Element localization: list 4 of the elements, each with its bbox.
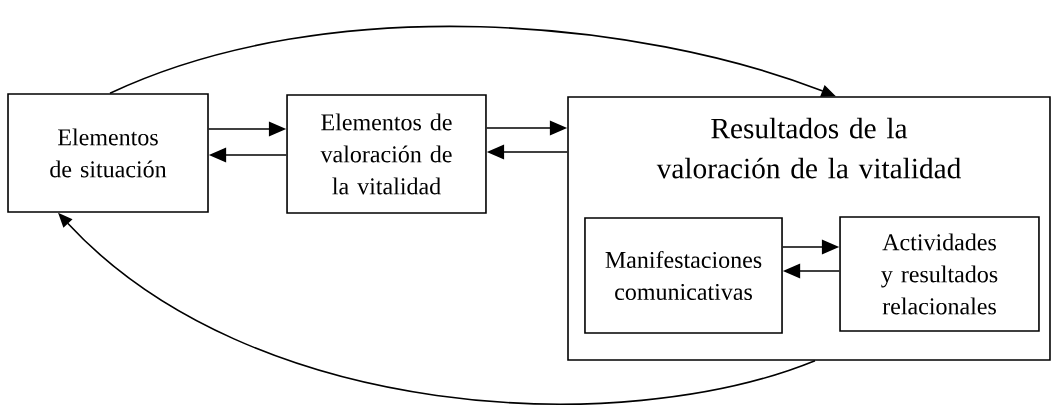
process-box: Actividades y resultados relacionales [839,216,1040,332]
process-box: Elementos de situación [7,93,209,213]
process-box: Manifestaciones comunicativas [584,217,783,334]
process-box: Elementos de valoración de la vitalidad [286,94,487,214]
